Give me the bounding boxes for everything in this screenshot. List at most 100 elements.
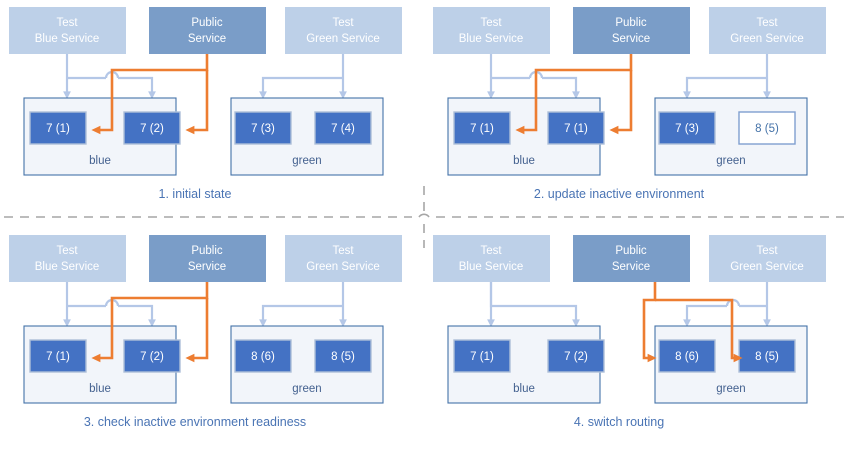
- service-test-blue: [433, 7, 550, 54]
- node-blue-1: [29, 111, 87, 145]
- env-label-blue: blue: [513, 383, 535, 395]
- service-test-green-line2: Green Service: [730, 33, 804, 45]
- service-public: [573, 7, 690, 54]
- node-green-2: [738, 339, 796, 373]
- node-blue-2-label: 7 (2): [140, 351, 164, 363]
- service-test-green: [709, 7, 826, 54]
- panel-4-test-connectors: [487, 282, 771, 328]
- env-label-blue: blue: [513, 155, 535, 167]
- panel-4: blue green 7 (1) 7 (2) 8 (6) 8 (5) Test …: [433, 235, 826, 429]
- service-test-blue-line2: Blue Service: [459, 261, 524, 273]
- service-test-green-line2: Green Service: [730, 261, 804, 273]
- arrow-testgreen-to-node1: [683, 304, 727, 328]
- panel-3-caption: 3. check inactive environment readiness: [84, 415, 306, 429]
- service-test-blue-line2: Blue Service: [35, 261, 100, 273]
- service-test-green-line2: Green Service: [306, 33, 380, 45]
- service-test-blue-line1: Test: [480, 17, 502, 29]
- route-public-to-blue-node1: [91, 282, 209, 363]
- arrow-testgreen-to-node3: [259, 76, 343, 100]
- route-public-to-blue-node2: [609, 70, 633, 135]
- panel-2-caption: 2. update inactive environment: [534, 187, 705, 201]
- route-public-to-blue-node2: [185, 298, 209, 363]
- panel-2-public-routes: [515, 54, 633, 135]
- panel-4-public-routes: [642, 282, 743, 363]
- route-public-to-green-node2: [655, 298, 743, 363]
- service-test-green: [709, 235, 826, 282]
- node-blue-2: [547, 339, 605, 373]
- node-blue-2-label: 7 (1): [564, 123, 588, 135]
- arrow-testblue-to-node2: [118, 76, 156, 100]
- node-blue-2: [123, 339, 181, 373]
- node-blue-1: [29, 339, 87, 373]
- node-green-2: [314, 339, 372, 373]
- arrow-testblue-to-node2: [118, 304, 156, 328]
- service-public-line2: Service: [188, 33, 226, 45]
- service-test-blue-line2: Blue Service: [35, 33, 100, 45]
- service-test-green-line1: Test: [756, 245, 778, 257]
- service-test-green-line1: Test: [332, 245, 354, 257]
- arrow-testgreen-to-node3: [683, 76, 767, 100]
- panel-2: blue green 7 (1) 7 (1) 7 (3) 8 (5) Test …: [433, 7, 826, 201]
- service-public: [573, 235, 690, 282]
- node-blue-1-label: 7 (1): [470, 123, 494, 135]
- env-label-green: green: [292, 155, 321, 167]
- panel-separators: [4, 186, 844, 248]
- node-green-1: [658, 111, 716, 145]
- node-green-2-inactive: [738, 111, 796, 145]
- node-blue-1-label: 7 (1): [470, 351, 494, 363]
- arrow-testblue-to-node2: [542, 76, 580, 100]
- service-test-green-line1: Test: [756, 17, 778, 29]
- route-public-to-blue-node2: [185, 70, 209, 135]
- service-public: [149, 7, 266, 54]
- service-public-line2: Service: [612, 261, 650, 273]
- env-label-blue: blue: [89, 155, 111, 167]
- node-green-1-label: 7 (3): [251, 123, 275, 135]
- panel-3: blue green 7 (1) 7 (2) 8 (6) 8 (5) Test …: [9, 235, 402, 429]
- route-public-to-blue-node1: [515, 54, 633, 135]
- panel-1-test-connectors: [63, 54, 347, 100]
- node-green-1: [234, 111, 292, 145]
- panel-3-test-connectors: [63, 282, 347, 328]
- separator-jump-arc: [418, 213, 430, 218]
- node-blue-1: [453, 111, 511, 145]
- node-blue-2: [547, 111, 605, 145]
- node-green-2-label: 7 (4): [331, 123, 355, 135]
- node-blue-1-label: 7 (1): [46, 351, 70, 363]
- service-test-green-line1: Test: [332, 17, 354, 29]
- service-test-blue: [433, 235, 550, 282]
- panel-2-test-connectors: [487, 54, 771, 100]
- node-blue-1: [453, 339, 511, 373]
- route-public-to-blue-node1: [91, 54, 209, 135]
- node-blue-1-label: 7 (1): [46, 123, 70, 135]
- node-green-1: [234, 339, 292, 373]
- service-public: [149, 235, 266, 282]
- node-green-2-label: 8 (5): [331, 351, 355, 363]
- node-green-2-label: 8 (5): [755, 123, 779, 135]
- panel-3-public-routes: [91, 282, 209, 363]
- env-label-green: green: [716, 155, 745, 167]
- service-public-line1: Public: [615, 245, 647, 257]
- service-test-blue-line1: Test: [56, 17, 78, 29]
- node-blue-2-label: 7 (2): [140, 123, 164, 135]
- service-public-line2: Service: [612, 33, 650, 45]
- service-public-line1: Public: [191, 245, 223, 257]
- node-green-2: [314, 111, 372, 145]
- route-public-to-green-node1: [642, 282, 657, 363]
- arrow-testblue-to-node2: [489, 282, 580, 328]
- node-green-1: [658, 339, 716, 373]
- node-blue-2-label: 7 (2): [564, 351, 588, 363]
- service-public-line1: Public: [191, 17, 223, 29]
- panel-1-public-routes: [91, 54, 209, 135]
- service-test-blue-line2: Blue Service: [459, 33, 524, 45]
- node-green-1-label: 8 (6): [675, 351, 699, 363]
- env-label-green: green: [716, 383, 745, 395]
- service-public-line1: Public: [615, 17, 647, 29]
- panel-1-caption: 1. initial state: [159, 187, 232, 201]
- service-test-green: [285, 7, 402, 54]
- node-green-2-label: 8 (5): [755, 351, 779, 363]
- service-test-blue: [9, 7, 126, 54]
- node-green-1-label: 8 (6): [251, 351, 275, 363]
- panel-4-caption: 4. switch routing: [574, 415, 664, 429]
